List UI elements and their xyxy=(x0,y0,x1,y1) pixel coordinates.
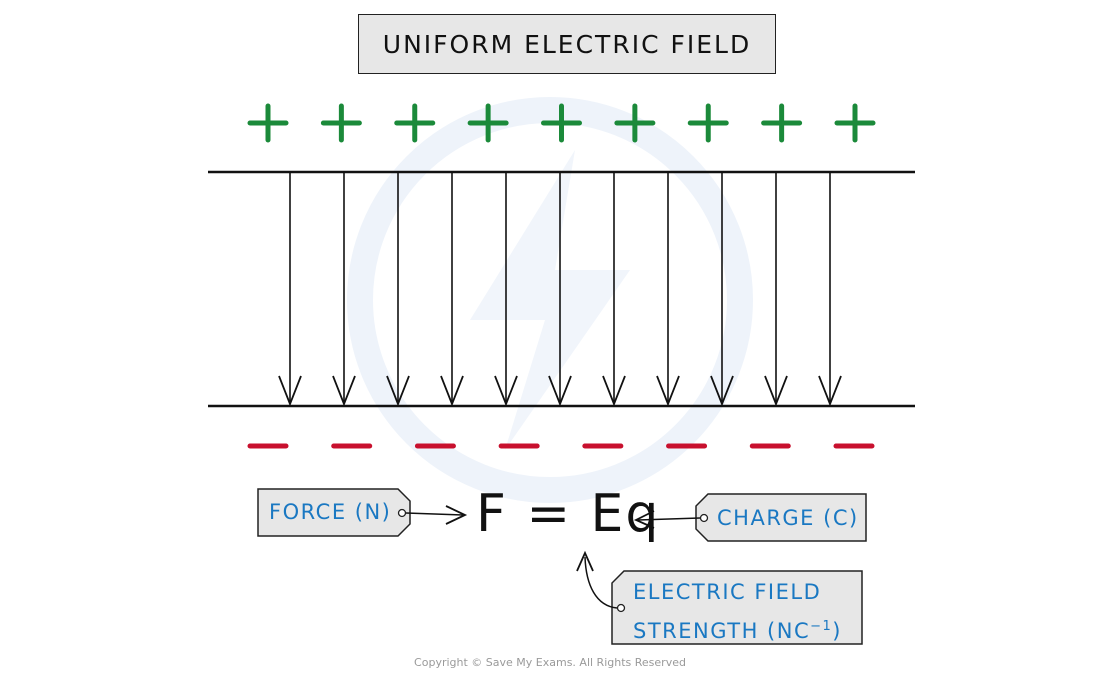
field-strength-arrow-head xyxy=(576,550,594,572)
field-line xyxy=(764,172,788,407)
force-arrow xyxy=(405,512,464,516)
field-line xyxy=(602,172,626,407)
plus-sign xyxy=(541,103,582,143)
field-strength-unit-prefix: STRENGTH (NC xyxy=(633,619,811,643)
watermark-logo xyxy=(347,97,753,503)
charge-tag xyxy=(695,493,867,542)
field-strength-unit-suffix: ) xyxy=(832,619,842,643)
copyright-notice: Copyright © Save My Exams. All Rights Re… xyxy=(414,656,686,669)
field-line xyxy=(332,172,356,407)
field-line xyxy=(278,172,302,407)
field-strength-arrow xyxy=(584,556,618,609)
diagram-title: UNIFORM ELECTRIC FIELD xyxy=(358,14,776,74)
field-strength-tag xyxy=(611,570,863,645)
equation: F = Eq xyxy=(476,484,661,544)
plus-sign xyxy=(320,103,362,143)
field-line xyxy=(710,172,734,407)
plus-sign xyxy=(834,103,876,143)
field-line xyxy=(548,172,572,407)
force-tag-hole xyxy=(397,508,407,518)
field-strength-label-line1: ELECTRIC FIELD xyxy=(633,580,822,604)
force-tag xyxy=(257,488,411,537)
positive-charges xyxy=(247,103,876,143)
charge-label: CHARGE (C) xyxy=(717,506,859,530)
plus-sign xyxy=(687,103,729,143)
field-line xyxy=(440,172,464,407)
force-label: FORCE (N) xyxy=(269,500,392,524)
plus-sign xyxy=(467,103,509,143)
field-line xyxy=(818,172,842,407)
plus-sign xyxy=(247,103,289,143)
field-line xyxy=(494,172,518,407)
field-lines xyxy=(278,172,842,407)
field-line xyxy=(656,172,680,407)
charge-tag-hole xyxy=(699,513,709,523)
field-strength-label-line2: STRENGTH (NC−1) xyxy=(633,610,842,648)
plus-sign xyxy=(394,103,436,143)
field-strength-tag-hole xyxy=(616,603,626,613)
field-line xyxy=(386,172,410,407)
charge-arrow-head xyxy=(633,510,655,529)
field-strength-unit-exponent: −1 xyxy=(810,619,833,634)
force-arrow-head xyxy=(445,505,468,525)
charge-arrow xyxy=(637,517,701,521)
plus-sign xyxy=(614,103,656,143)
plus-sign xyxy=(761,103,803,143)
